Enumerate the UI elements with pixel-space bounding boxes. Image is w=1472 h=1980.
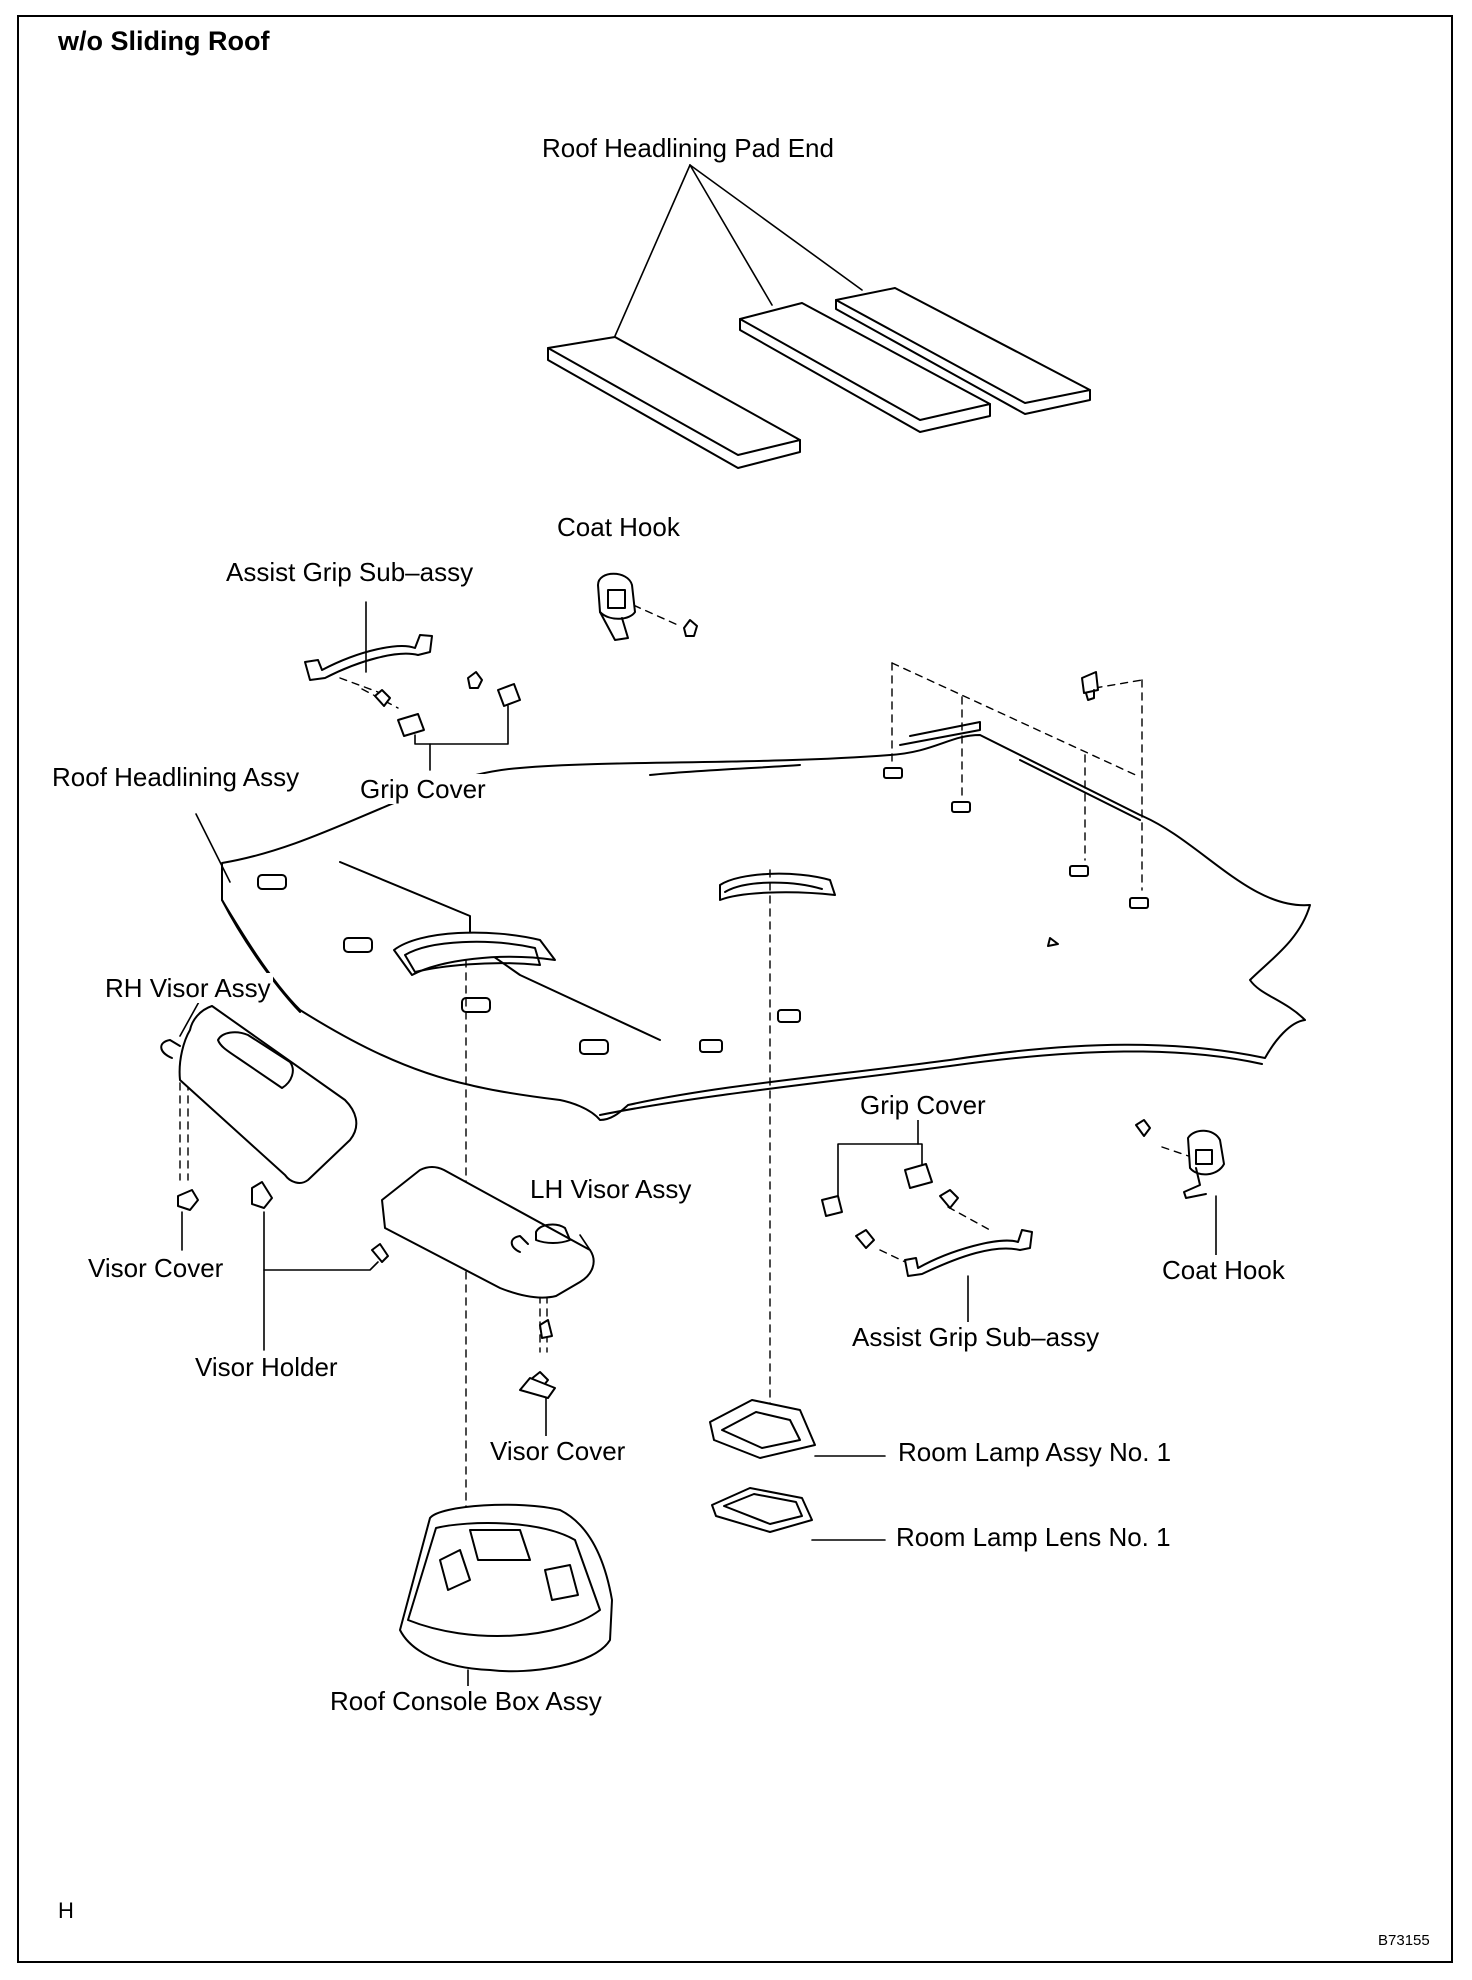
label-grip-cover-top: Grip Cover bbox=[358, 774, 488, 804]
pad-end-leader-lines bbox=[614, 164, 863, 337]
diagram-heading: w/o Sliding Roof bbox=[58, 26, 270, 56]
assist-grip-right-part bbox=[821, 1163, 1033, 1277]
coat-hook-top-part bbox=[597, 572, 698, 641]
label-room-lamp-lens-no1: Room Lamp Lens No. 1 bbox=[894, 1522, 1173, 1552]
rh-visor-part bbox=[160, 1005, 358, 1211]
assist-grip-top-part bbox=[304, 634, 521, 737]
roof-headlining-shape bbox=[221, 721, 1311, 1121]
clip-part bbox=[1081, 671, 1099, 701]
label-visor-cover-left: Visor Cover bbox=[86, 1253, 226, 1283]
label-roof-headlining-assy: Roof Headlining Assy bbox=[50, 762, 302, 792]
label-lh-visor-assy: LH Visor Assy bbox=[528, 1174, 694, 1204]
lh-visor-part bbox=[371, 1166, 595, 1399]
figure-code: B73155 bbox=[1378, 1932, 1430, 1949]
pad-end-strips bbox=[547, 287, 1091, 469]
label-assist-grip-sub-assy-right: Assist Grip Sub–assy bbox=[850, 1322, 1102, 1352]
label-grip-cover-right: Grip Cover bbox=[858, 1090, 988, 1120]
label-assist-grip-sub-assy-top: Assist Grip Sub–assy bbox=[224, 557, 476, 587]
label-room-lamp-assy-no1: Room Lamp Assy No. 1 bbox=[896, 1437, 1174, 1467]
label-roof-console-box-assy: Roof Console Box Assy bbox=[328, 1686, 604, 1716]
label-visor-cover-center: Visor Cover bbox=[488, 1436, 628, 1466]
leader-lines bbox=[179, 601, 1217, 1701]
label-visor-holder: Visor Holder bbox=[193, 1352, 340, 1382]
corner-code: H bbox=[58, 1898, 74, 1923]
label-rh-visor-assy: RH Visor Assy bbox=[103, 973, 273, 1003]
room-lamp-parts bbox=[709, 1399, 816, 1533]
coat-hook-right-part bbox=[1135, 1119, 1225, 1199]
diagram-frame bbox=[17, 15, 1453, 1963]
label-coat-hook-top: Coat Hook bbox=[555, 512, 682, 542]
roof-console-box-part bbox=[399, 1503, 613, 1673]
label-coat-hook-right: Coat Hook bbox=[1160, 1255, 1287, 1285]
label-roof-headlining-pad-end: Roof Headlining Pad End bbox=[540, 133, 836, 163]
grip-cover-top-bracket bbox=[414, 705, 509, 771]
